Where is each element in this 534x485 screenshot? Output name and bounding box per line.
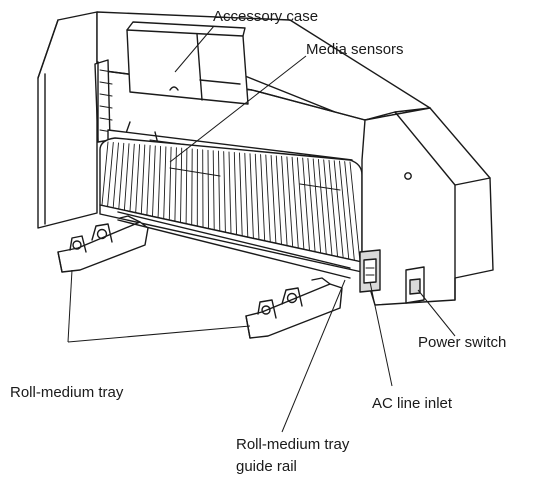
- roll-medium-tray-label: Roll-medium tray: [10, 384, 124, 401]
- power-switch: [405, 266, 425, 304]
- platen-rib: [270, 155, 277, 244]
- platen-rib: [174, 147, 177, 222]
- platen-rib: [185, 148, 188, 225]
- platen-rib: [312, 158, 322, 254]
- leader-ac-inlet: [369, 281, 393, 387]
- platen-rib: [323, 159, 333, 257]
- platen-rib: [296, 157, 305, 251]
- platen-rib: [302, 157, 310, 252]
- platen-rib: [307, 158, 316, 253]
- platen-rib: [207, 149, 210, 229]
- platen-rib: [233, 151, 238, 236]
- platen-rib: [146, 145, 151, 216]
- platen-rib: [317, 158, 327, 256]
- platen-rib: [254, 153, 260, 241]
- platen-rib: [249, 153, 254, 239]
- platen-rib: [123, 143, 130, 211]
- ac-inlet: [359, 249, 381, 293]
- guide-rail-label-line1: Roll-medium tray: [236, 436, 350, 453]
- leader-accessory-case: [174, 25, 215, 73]
- leader-tray-left: [67, 269, 73, 343]
- leader-tray-right: [67, 325, 251, 343]
- leader-guide-rail: [281, 279, 346, 433]
- platen-rib: [260, 154, 266, 242]
- power-switch-label: Power switch: [418, 334, 507, 351]
- right-tray: [245, 277, 343, 339]
- platen-rib: [228, 151, 232, 234]
- platen: [99, 137, 363, 263]
- guide-rail: [117, 219, 351, 279]
- platen-rib: [218, 150, 221, 232]
- guide-rail-label-line2: guide rail: [236, 458, 297, 475]
- platen-rib: [333, 160, 344, 259]
- platen-rib: [328, 159, 339, 258]
- platen-rib: [163, 146, 167, 220]
- platen-rib: [281, 155, 288, 247]
- leader-media-sensors: [169, 55, 307, 163]
- platen-rib: [275, 155, 282, 246]
- platen-rib: [223, 151, 226, 233]
- platen-rib: [265, 154, 271, 243]
- platen-rib: [118, 142, 125, 210]
- left-side-panel: [37, 11, 98, 229]
- platen-rib: [168, 146, 172, 221]
- leader-lines: [67, 25, 456, 433]
- platen-rib: [101, 141, 109, 206]
- platen-rib: [291, 156, 299, 249]
- platen-rib: [140, 144, 146, 215]
- platen-rib: [129, 143, 135, 212]
- platen-rib: [135, 144, 141, 213]
- ac-line-inlet-label: AC line inlet: [372, 395, 453, 412]
- platen-rib: [180, 147, 183, 223]
- left-tray: [57, 215, 149, 273]
- platen-rib: [152, 145, 156, 217]
- platen-rib: [339, 160, 350, 260]
- platen-rib: [112, 142, 119, 208]
- platen-rib: [286, 156, 294, 248]
- platen-rib: [239, 152, 243, 237]
- platen-rib: [157, 145, 162, 218]
- platen-rib: [244, 152, 249, 238]
- media-sensors-label: Media sensors: [306, 41, 404, 58]
- accessory-case-label: Accessory case: [213, 8, 319, 25]
- platen-rib: [349, 161, 361, 263]
- platen-rib: [344, 161, 355, 262]
- platen-rib: [212, 150, 215, 231]
- leader-power-switch: [417, 289, 456, 337]
- right-housing: [361, 107, 494, 306]
- platen-rib: [191, 148, 193, 226]
- platen-rib: [107, 141, 114, 207]
- accessory-case: [126, 21, 249, 105]
